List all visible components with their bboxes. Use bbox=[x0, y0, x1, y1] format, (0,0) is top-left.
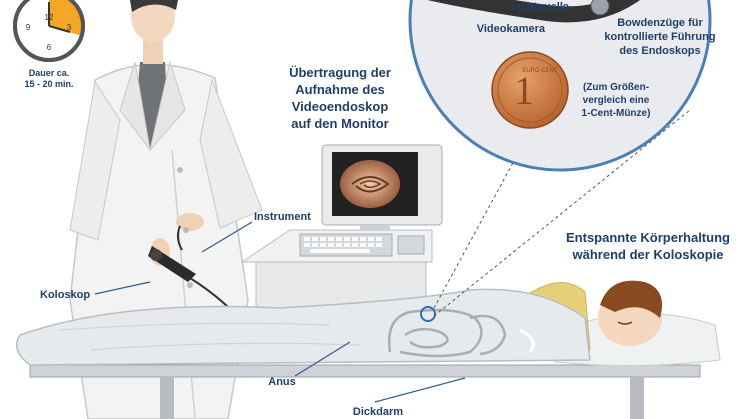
label-bowden-line1: Bowdenzüge für bbox=[617, 17, 703, 29]
headline-line3: Videoendoskop bbox=[292, 99, 389, 114]
label-anus: Anus bbox=[268, 376, 296, 388]
duration-caption-line1: Dauer ca. bbox=[29, 68, 70, 78]
callout-lines bbox=[94, 221, 466, 403]
label-bowden-line2: kontrollierte Führung bbox=[604, 31, 715, 43]
headline-line1: Übertragung der bbox=[289, 65, 391, 80]
clock-numeral-9: 9 bbox=[26, 23, 31, 32]
zoom-guide-line-right bbox=[433, 109, 691, 317]
label-dickdarm: Dickdarm bbox=[353, 406, 403, 418]
headline-line4: auf den Monitor bbox=[291, 116, 389, 131]
patient-figure bbox=[15, 280, 721, 367]
zoom-detail-circle: 1 EURO CENT bbox=[408, 0, 712, 172]
one-cent-coin: 1 EURO CENT bbox=[491, 51, 569, 129]
label-posture-line1: Entspannte Körperhaltung bbox=[566, 230, 730, 245]
label-koloskop: Koloskop bbox=[40, 289, 90, 301]
colon-illustration bbox=[387, 308, 507, 358]
label-videokamera: Videokamera bbox=[477, 23, 546, 35]
clock-numeral-6: 6 bbox=[47, 43, 52, 52]
label-lichtquelle: Lichtquelle bbox=[511, 1, 569, 13]
coin-text: EURO CENT bbox=[522, 68, 558, 74]
clock-numeral-3: 3 bbox=[67, 23, 72, 32]
coin-value: 1 bbox=[514, 68, 534, 113]
colonoscope-handle bbox=[148, 225, 196, 282]
clock-numeral-12: 12 bbox=[45, 13, 54, 22]
label-coin-line3: 1-Cent-Münze) bbox=[582, 108, 651, 119]
examination-bed bbox=[29, 364, 701, 419]
endoscope-tip-marker bbox=[420, 306, 436, 322]
label-posture-line2: während der Koloskopie bbox=[572, 247, 724, 262]
label-bowden-line3: des Endoskops bbox=[619, 45, 700, 57]
label-coin-line2: vergleich eine bbox=[583, 95, 650, 106]
label-instrument: Instrument bbox=[254, 211, 311, 223]
zoom-guide-line-left bbox=[433, 149, 521, 309]
clock-icon: 12 3 6 9 bbox=[13, 0, 85, 62]
duration-caption-line2: 15 - 20 min. bbox=[24, 79, 73, 89]
headline-line2: Aufnahme des bbox=[295, 82, 385, 97]
label-coin-line1: (Zum Größen- bbox=[583, 82, 649, 93]
keyboard-icon bbox=[299, 233, 425, 257]
